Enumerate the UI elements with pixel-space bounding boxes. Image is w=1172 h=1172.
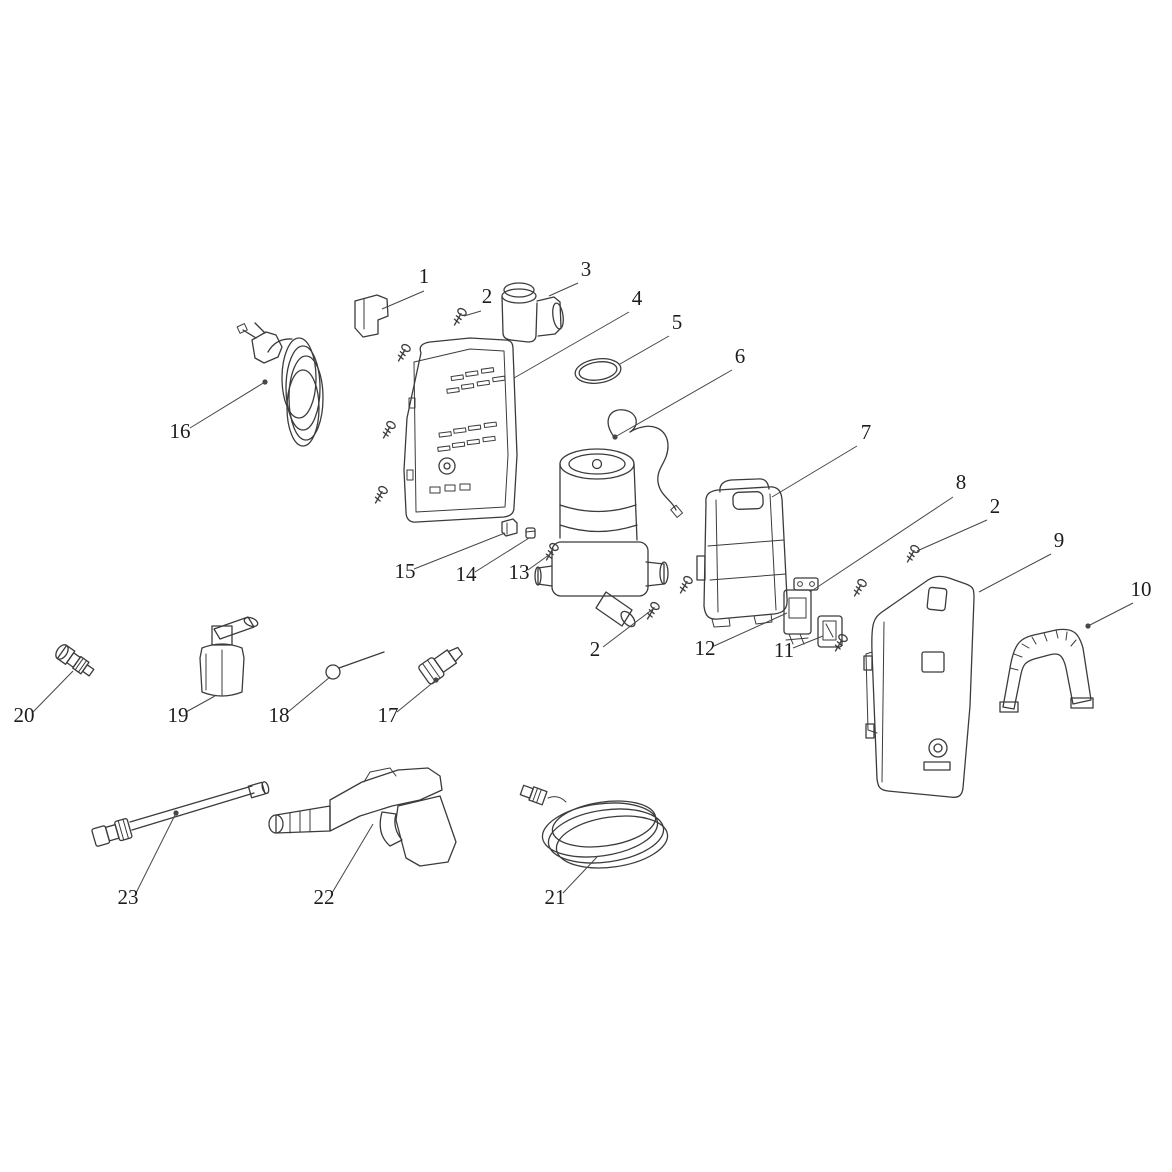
leader-line-24-part-21 (562, 856, 598, 894)
leader-line-8-part-2 (916, 519, 988, 552)
part-9-front-cover (863, 575, 975, 798)
leader-line-3-part-4 (513, 311, 630, 379)
part-1-clip (354, 294, 389, 338)
part-8-switch-bracket (793, 577, 819, 591)
part-4-rear-housing (403, 337, 518, 523)
part-18-cleaning-pin (325, 651, 385, 680)
part-number-label-14-part-13: 13 (509, 560, 530, 584)
part-17-nozzle (418, 646, 463, 685)
leader-line-7-part-8 (809, 496, 954, 593)
part-number-label-22-part-23: 23 (118, 885, 139, 909)
part-22-spray-gun (268, 767, 457, 867)
part-23-lance (91, 781, 270, 847)
leader-line-0-part-1 (381, 290, 425, 310)
leader-line-1-part-2 (463, 310, 482, 317)
part-number-label-20-part-18: 18 (269, 703, 290, 727)
part-2-screws (370, 306, 922, 654)
leader-line-17-part-11 (792, 635, 824, 649)
leader-line-22-part-23 (135, 812, 177, 894)
leader-line-23-part-22 (331, 823, 374, 894)
part-number-label-18-part-20: 20 (14, 703, 35, 727)
leader-line-9-part-9 (978, 553, 1052, 593)
leader-line-15-part-2 (602, 608, 654, 648)
part-number-label-4-part-5: 5 (672, 310, 683, 334)
leader-line-12-part-15 (413, 532, 506, 570)
leader-line-10-part-10 (1087, 602, 1134, 627)
part-7-front-housing (696, 478, 788, 628)
part-3-detergent-tank (501, 282, 564, 343)
part-10-carry-handle (999, 628, 1094, 713)
leader-line-16-part-12 (713, 612, 788, 647)
part-11-switch (817, 615, 843, 648)
part-number-label-6-part-7: 7 (861, 420, 872, 444)
part-21-pressure-hose (519, 784, 669, 869)
leader-line-11-part-16 (189, 381, 266, 429)
part-number-label-0-part-1: 1 (419, 264, 430, 288)
part-number-label-11-part-16: 16 (170, 419, 191, 443)
part-number-label-16-part-12: 12 (695, 636, 716, 660)
part-13-screw (541, 541, 561, 563)
leader-line-18-part-20 (32, 670, 74, 713)
part-19-foam-bottle (199, 616, 259, 697)
part-20-adapter (55, 644, 95, 677)
motor-pump-assembly (534, 448, 669, 628)
part-number-label-24-part-21: 21 (545, 885, 566, 909)
leader-dot-11 (262, 379, 268, 385)
part-number-label-19-part-19: 19 (168, 703, 189, 727)
leader-line-5-part-6 (614, 369, 733, 438)
part-number-label-10-part-10: 10 (1131, 577, 1152, 601)
part-number-label-1-part-2: 2 (482, 284, 493, 308)
part-6-wiring (607, 409, 684, 518)
part-15-clip (501, 518, 518, 537)
leader-line-20-part-18 (287, 676, 331, 713)
part-16-power-cord (236, 322, 324, 447)
leader-line-13-part-14 (474, 537, 530, 573)
part-number-label-3-part-4: 4 (632, 286, 643, 310)
part-5-seal-ring (574, 358, 622, 384)
part-number-label-9-part-9: 9 (1054, 528, 1065, 552)
leader-dot-5 (612, 434, 618, 440)
part-number-label-21-part-17: 17 (378, 703, 399, 727)
part-number-label-15-part-2: 2 (590, 637, 601, 661)
leader-line-2-part-3 (548, 282, 579, 297)
part-number-label-8-part-2: 2 (990, 494, 1001, 518)
leader-line-4-part-5 (619, 335, 670, 365)
leader-line-21-part-17 (396, 679, 437, 713)
leader-dot-22 (173, 810, 179, 816)
part-number-label-2-part-3: 3 (581, 257, 592, 281)
part-number-label-13-part-14: 14 (456, 562, 478, 586)
part-number-label-5-part-6: 6 (735, 344, 746, 368)
part-12-switch-assembly (783, 589, 812, 645)
leader-dot-10 (1085, 623, 1091, 629)
part-14-bushing (525, 527, 536, 539)
part-number-label-23-part-22: 22 (314, 885, 335, 909)
leader-line-6-part-7 (771, 445, 858, 498)
part-number-label-17-part-11: 11 (774, 638, 794, 662)
leader-line-14-part-13 (527, 551, 554, 571)
leader-line-19-part-19 (185, 695, 216, 713)
leader-dot-21 (433, 677, 439, 683)
part-number-label-7-part-8: 8 (956, 470, 967, 494)
part-number-label-12-part-15: 15 (395, 559, 416, 583)
